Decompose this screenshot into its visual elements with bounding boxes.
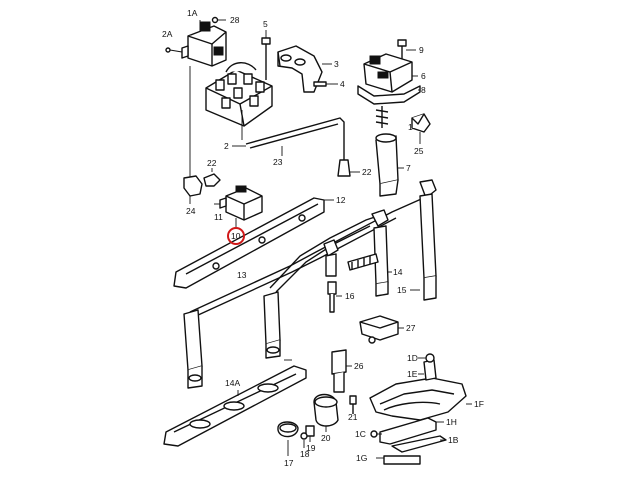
base-plate-1h — [370, 417, 447, 465]
harness-rail-12 — [173, 197, 334, 289]
callout-27: 27 — [406, 323, 416, 333]
callout-21: 21 — [348, 412, 358, 422]
clip-strip — [347, 253, 379, 271]
callout-1G: 1G — [356, 453, 367, 463]
callout-14A: 14A — [225, 378, 240, 388]
callout-5: 5 — [263, 19, 268, 29]
callout-26: 26 — [354, 361, 364, 371]
callout-25: 25 — [414, 146, 424, 156]
callout-17: 17 — [284, 458, 294, 468]
callout-1F: 1F — [474, 399, 484, 409]
callout-7: 7 — [406, 163, 411, 173]
callout-18: 18 — [300, 449, 310, 459]
callout-3: 3 — [334, 59, 339, 69]
callout-4: 4 — [340, 79, 345, 89]
callout-1D: 1D — [407, 353, 418, 363]
coil-wire-23 — [232, 117, 360, 177]
callout-24: 24 — [186, 206, 196, 216]
callout-19: 19 — [306, 443, 316, 453]
callout-11: 11 — [214, 212, 223, 222]
callout-22-right: 22 — [362, 167, 372, 177]
callout-14: 14 — [393, 267, 403, 277]
plug-lead-left — [183, 291, 292, 389]
callout-12: 12 — [336, 195, 346, 205]
plug-lead-right — [325, 193, 437, 301]
ignition-coil-1a — [165, 16, 227, 67]
callout-9: 9 — [419, 45, 424, 55]
callout-20: 20 — [321, 433, 331, 443]
callout-28: 28 — [230, 15, 240, 25]
callout-1: 1 — [408, 122, 413, 132]
callout-13: 13 — [237, 270, 247, 280]
connector-24 — [183, 66, 221, 204]
callout-1C: 1C — [355, 429, 366, 439]
highlight-circle-10 — [227, 227, 245, 245]
bolt-5 — [261, 30, 271, 80]
callout-1B: 1B — [448, 435, 459, 445]
callout-1E: 1E — [407, 369, 418, 379]
sensor-26 — [331, 349, 352, 393]
callout-16: 16 — [345, 291, 355, 301]
coil-pack-6 — [357, 39, 421, 128]
distributor-cap — [205, 62, 273, 140]
callout-10: 10 — [231, 231, 241, 241]
sensor-27 — [359, 315, 404, 344]
ignition-leads — [189, 179, 437, 317]
spark-boot-1 — [375, 113, 431, 197]
callout-1A: 1A — [187, 8, 198, 18]
callout-23: 23 — [273, 157, 283, 167]
callout-6: 6 — [421, 71, 426, 81]
callout-labels: 1A 28 2A 5 3 4 9 6 8 1 25 2 23 22 22 7 2… — [162, 8, 484, 468]
callout-2A: 2A — [162, 29, 173, 39]
callout-2: 2 — [224, 141, 229, 151]
callout-22-left: 22 — [207, 158, 217, 168]
spark-plug-16 — [327, 281, 342, 313]
callout-8: 8 — [421, 85, 426, 95]
gasket-14a — [163, 365, 307, 447]
distributor-base-1f — [369, 353, 472, 421]
bracket-3 — [277, 45, 338, 93]
control-module-10 — [214, 185, 263, 228]
callout-1H: 1H — [446, 417, 457, 427]
callout-15: 15 — [397, 285, 407, 295]
clamp-assembly — [277, 393, 357, 456]
